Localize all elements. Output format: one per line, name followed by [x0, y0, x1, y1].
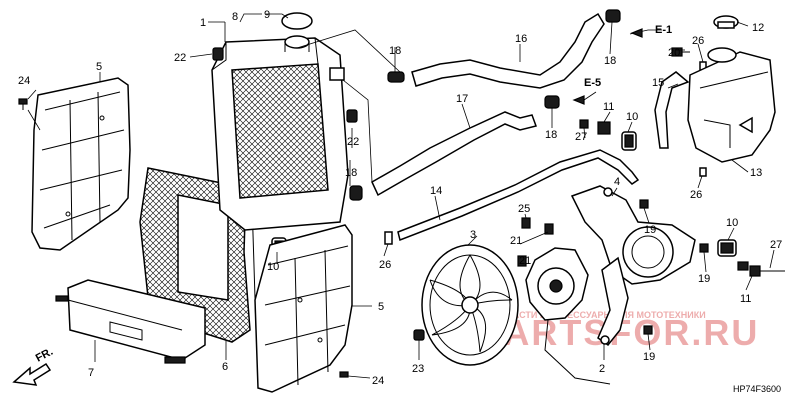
left-shroud-part-5	[31, 77, 131, 251]
callout-22-top: 22	[174, 52, 186, 64]
callout-26-right: 26	[690, 189, 702, 201]
callout-27-upper: 27	[575, 131, 587, 143]
callout-8: 8	[232, 11, 238, 23]
washer-part-27-upper	[579, 119, 589, 129]
callout-12: 12	[752, 22, 764, 34]
bolt-part-20	[671, 47, 690, 57]
callout-19-upper: 19	[644, 224, 656, 236]
lower-hose-part-17	[371, 111, 537, 197]
callout-19-lower: 19	[643, 351, 655, 363]
hose-clamp-part-18-d	[349, 185, 363, 201]
callout-3: 3	[470, 229, 476, 241]
collar-part-10-upper	[621, 131, 637, 151]
callout-labels: 1 8 9 22 22 24 5 18 10 26 5 6 7 24 18 16…	[18, 9, 782, 387]
callout-13: 13	[750, 167, 762, 179]
bracket-part-2	[597, 256, 629, 347]
overflow-tube-part-14	[397, 149, 640, 242]
bolt-part-25	[521, 217, 531, 229]
callout-10-left: 10	[267, 261, 279, 273]
callout-14: 14	[430, 185, 442, 197]
hose-clamp-part-18-c	[544, 95, 560, 109]
callout-1: 1	[200, 17, 206, 29]
callout-22-side: 22	[347, 136, 359, 148]
bolt-part-24-left	[18, 98, 28, 110]
collar-part-10-lower	[717, 239, 737, 257]
callout-18-lower-hose: 18	[345, 167, 357, 179]
nut-part-23	[413, 329, 425, 341]
callout-18-upper-hose: 18	[389, 45, 401, 57]
bracket-part-4	[570, 185, 696, 285]
callout-7: 7	[88, 367, 94, 379]
radiator-cap-part-9	[281, 12, 313, 52]
callout-16: 16	[515, 33, 527, 45]
callout-10-upper: 10	[626, 111, 638, 123]
bolt-part-19-a	[639, 199, 649, 209]
callout-25: 25	[518, 203, 530, 215]
grommet-part-22-side	[346, 109, 358, 123]
callout-5-right: 5	[378, 301, 384, 313]
tank-hose-part-15	[654, 71, 690, 149]
washer-part-27-lower	[737, 261, 749, 271]
reserve-tank-part-13	[687, 47, 776, 163]
callout-11-upper: 11	[603, 101, 614, 113]
callout-10-right: 10	[726, 217, 738, 229]
upper-hose-part-16	[411, 12, 605, 89]
grommet-part-22-top	[212, 47, 224, 61]
callout-4: 4	[614, 176, 620, 188]
watermark-tagline: ЗАПЧАСТИ И АКСЕССУАРЫ ДЛЯ МОТОТЕХНИКИ	[488, 310, 706, 320]
callout-23: 23	[412, 363, 424, 375]
callout-15: 15	[652, 77, 664, 89]
callout-18-top-clamp: 18	[604, 55, 616, 67]
callout-27-right: 27	[770, 239, 782, 251]
callout-18-mid: 18	[545, 129, 557, 141]
callout-11-lower: 11	[740, 293, 751, 305]
lower-guard-part-7	[55, 279, 206, 364]
callout-9: 9	[264, 9, 270, 21]
callout-2: 2	[599, 363, 605, 375]
tank-cap-part-12	[713, 15, 739, 29]
bolt-part-11-lower	[749, 265, 785, 277]
callout-19-right: 19	[698, 273, 710, 285]
bolt-part-19-c	[643, 325, 653, 335]
callout-24-bottom: 24	[372, 375, 384, 387]
callout-17: 17	[456, 93, 468, 105]
clip-part-26-left	[384, 231, 393, 245]
radiator-part-1	[211, 37, 349, 231]
callout-6: 6	[222, 361, 228, 373]
front-label: FR.	[34, 346, 55, 365]
front-direction-indicator: FR.	[12, 346, 55, 386]
bolt-part-11-upper	[597, 121, 611, 135]
ref-arrows	[572, 28, 643, 105]
hose-clamp-part-18-b	[605, 9, 621, 23]
bolt-part-19-b	[699, 243, 709, 253]
fan-part-3	[421, 244, 519, 366]
diagram-code: HP74F3600	[733, 384, 781, 394]
callout-26-left: 26	[379, 259, 391, 271]
callout-20: 20	[668, 47, 680, 59]
leader-lines	[27, 13, 775, 379]
callout-24-left: 24	[18, 75, 30, 87]
callout-26-upper: 26	[692, 35, 704, 47]
bolt-part-21-b	[517, 255, 527, 267]
ref-e1: E-1	[655, 24, 672, 36]
callout-5-left: 5	[96, 61, 102, 73]
bolt-part-21-a	[544, 223, 554, 235]
fan-motor	[525, 247, 611, 385]
clip-part-26-right	[699, 167, 707, 177]
bolt-part-24-bottom	[339, 371, 349, 378]
callout-21-b: 21	[519, 255, 531, 267]
right-shroud-part-5	[254, 224, 353, 393]
hose-clamp-part-18-a	[387, 71, 405, 83]
callout-21-a: 21	[510, 235, 522, 247]
ref-e5: E-5	[584, 77, 601, 89]
